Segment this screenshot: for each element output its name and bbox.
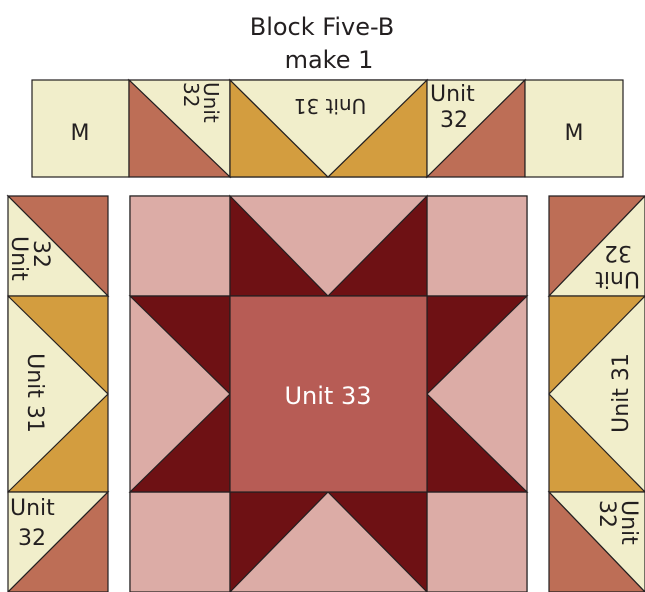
left-column: Unit 32 Unit 31 Unit 32: [6, 194, 110, 592]
m-label-left: M: [71, 121, 90, 146]
unit32-left-top-word: Unit: [6, 236, 31, 281]
unit31-right-label: Unit 31: [609, 353, 634, 433]
block-title: Block Five-B: [250, 13, 395, 41]
unit32-left-bottom-num: 32: [18, 526, 46, 551]
unit32-right-bottom: Unit 32: [547, 490, 645, 592]
unit31-left-label: Unit 31: [22, 353, 47, 433]
unit32-top-left-word: Unit: [199, 82, 223, 123]
unit31-left: Unit 31: [7, 294, 109, 494]
unit32-left-bottom: Unit 32: [7, 490, 110, 592]
unit31-right: Unit 31: [548, 295, 645, 493]
unit32-right-top-num: 32: [604, 240, 632, 265]
unit32-left-top: Unit 32: [6, 194, 110, 298]
unit32-top-left: Unit 32: [127, 78, 232, 179]
m-label-right: M: [565, 121, 584, 146]
unit32-top-right-word: Unit: [430, 82, 475, 107]
unit31-top: Unit 31: [228, 78, 429, 178]
unit32-right-bottom-word: Unit: [616, 500, 641, 545]
unit32-left-bottom-word: Unit: [10, 496, 55, 521]
unit32-top-right-num: 32: [440, 108, 468, 133]
unit32-top-left-num: 32: [179, 82, 203, 107]
unit32-top-right: Unit 32: [425, 78, 527, 179]
unit32-right-top-word: Unit: [595, 266, 640, 291]
top-strip: M Unit 32 Unit 31 Unit 32: [31, 78, 624, 179]
right-column: Unit 32 Unit 31 Unit 32: [547, 195, 645, 592]
block-subtitle: make 1: [285, 46, 374, 74]
unit32-right-top: Unit 32: [547, 195, 645, 298]
m-square-left: [31, 79, 130, 178]
center-star-block: Unit 33: [128, 194, 529, 592]
unit32-right-bottom-num: 32: [594, 500, 619, 528]
unit33-center-square: [229, 295, 428, 493]
m-square-right: [524, 79, 624, 178]
unit33-label: Unit 33: [284, 382, 371, 410]
unit31-top-label: Unit 31: [294, 94, 367, 118]
unit32-left-top-num: 32: [28, 240, 53, 268]
